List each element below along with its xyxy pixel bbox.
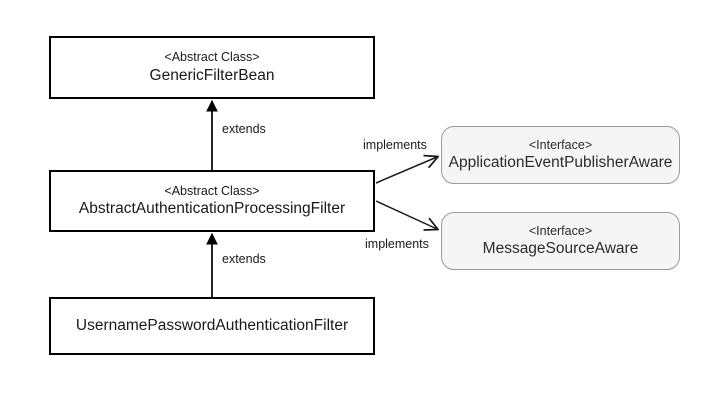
class-node-username-password-authentication-filter[interactable]: UsernamePasswordAuthenticationFilter xyxy=(49,297,375,355)
class-name-label: AbstractAuthenticationProcessingFilter xyxy=(78,200,346,218)
edge-label-implements-upper: implements xyxy=(363,138,427,152)
interface-node-message-source-aware[interactable]: <Interface> MessageSourceAware xyxy=(441,212,680,270)
edge-implements-upper xyxy=(375,154,440,184)
stereotype-label: <Abstract Class> xyxy=(164,183,260,198)
interface-name-label: MessageSourceAware xyxy=(482,240,639,258)
edge-implements-lower xyxy=(375,200,440,231)
interface-name-label: ApplicationEventPublisherAware xyxy=(448,154,673,172)
interface-node-application-event-publisher-aware[interactable]: <Interface> ApplicationEventPublisherAwa… xyxy=(441,126,680,184)
class-name-label: GenericFilterBean xyxy=(149,66,275,84)
class-node-abstract-authentication-processing-filter[interactable]: <Abstract Class> AbstractAuthenticationP… xyxy=(49,170,375,232)
stereotype-label: <Interface> xyxy=(528,223,593,238)
edge-label-implements-lower: implements xyxy=(365,237,429,251)
class-name-label: UsernamePasswordAuthenticationFilter xyxy=(75,316,349,334)
edge-label-extends-lower: extends xyxy=(222,252,266,266)
edge-label-extends-upper: extends xyxy=(222,122,266,136)
stereotype-label: <Abstract Class> xyxy=(164,50,260,65)
stereotype-label: <Interface> xyxy=(528,137,593,152)
class-node-generic-filter-bean[interactable]: <Abstract Class> GenericFilterBean xyxy=(49,36,375,99)
